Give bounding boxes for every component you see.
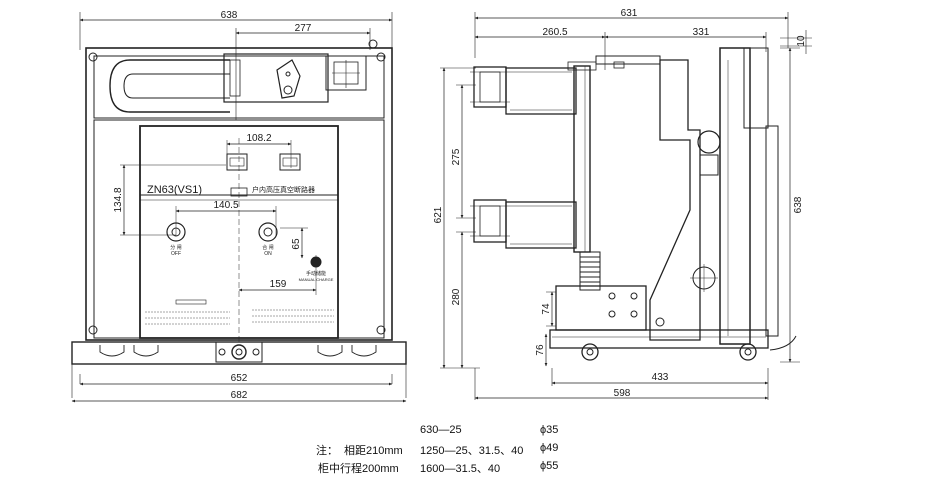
panel-title: ZN63(VS1) — [147, 184, 202, 196]
dim-lower-height: 280 — [451, 288, 462, 305]
diameter-line-2: ϕ55 — [540, 460, 559, 472]
off-button-sublabel: OFF — [171, 251, 181, 257]
dim-top-offset: 277 — [295, 23, 312, 34]
dim-depth-lower: 331 — [693, 27, 710, 38]
dim-wheel-span: 652 — [231, 373, 248, 384]
dim-side-overall-width: 631 — [621, 8, 638, 19]
side-view-labels: 631 260.5 331 10 275 621 280 638 74 76 4… — [433, 8, 807, 399]
front-view — [71, 12, 407, 403]
dim-top-clearance: 10 — [796, 35, 807, 47]
side-view — [440, 12, 812, 400]
dim-overall-width: 638 — [221, 10, 238, 21]
spec-line-0: 630—25 — [420, 424, 462, 436]
notes-prefix: 注： — [316, 445, 338, 457]
dim-indicator-offset: 159 — [270, 279, 287, 290]
off-button-label: 分 闸 — [170, 244, 181, 251]
dim-base-width: 682 — [231, 390, 248, 401]
dim-window-width: 108.2 — [246, 133, 271, 144]
notes-line2-left: 柜中行程200mm — [318, 463, 399, 475]
diameter-line-1: ϕ49 — [540, 442, 559, 454]
on-button-label: 合 闸 — [262, 244, 273, 251]
spec-line-1: 1250—25、31.5、40 — [420, 445, 524, 457]
diameter-line-0: ϕ35 — [540, 424, 559, 436]
dim-button-spacing: 140.5 — [213, 200, 238, 211]
dim-button-height: 65 — [291, 238, 302, 250]
spec-line-2: 1600—31.5、40 — [420, 463, 501, 475]
dim-label-height: 134.8 — [113, 187, 124, 212]
on-button-sublabel: ON — [264, 251, 272, 257]
dim-base-depth: 598 — [614, 388, 631, 399]
front-view-labels: 638 277 108.2 134.8 140.5 65 159 652 682… — [113, 10, 334, 401]
dim-side-overall-height: 621 — [433, 206, 444, 223]
panel-subtitle: 户内高压真空断路器 — [252, 185, 315, 194]
dim-wheel-offset: 433 — [652, 372, 669, 383]
dim-bracket-height: 74 — [541, 303, 552, 315]
notes-line1-left: 相距210mm — [344, 445, 403, 457]
dim-wheel-height: 76 — [535, 344, 546, 356]
dim-phase-spacing: 275 — [451, 148, 462, 165]
indicator-sublabel: MANUAL CHARGE — [299, 277, 334, 282]
dim-frame-height: 638 — [793, 196, 804, 213]
indicator-label: 手动储能 — [306, 270, 326, 277]
dim-depth-upper: 260.5 — [542, 27, 567, 38]
